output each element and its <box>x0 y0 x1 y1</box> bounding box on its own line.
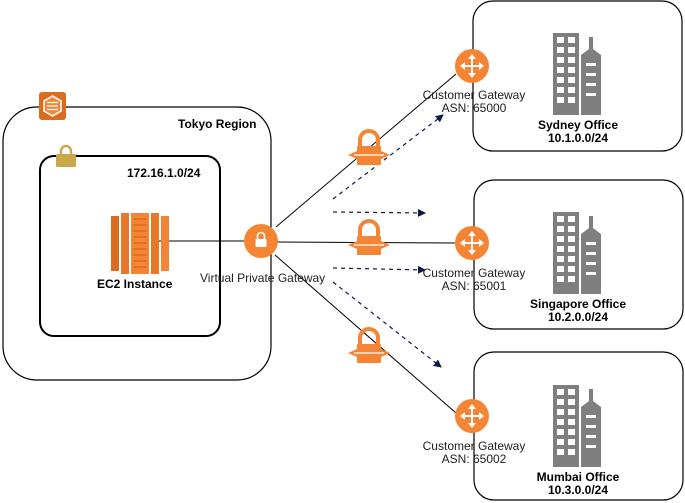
vpn-connection-icon <box>348 129 390 165</box>
route-arrow-sydney <box>332 114 444 200</box>
vpg-label: Virtual Private Gateway <box>200 271 326 285</box>
router-icon <box>455 49 489 83</box>
office-cidr: 10.1.0.0/24 <box>547 131 609 145</box>
vpn-connection-icon <box>348 219 390 255</box>
route-arrow-mumbai <box>332 281 442 368</box>
customer-gateway-label: Customer Gateway <box>422 266 526 280</box>
ec2-instance-label: EC2 Instance <box>97 277 173 291</box>
router-icon <box>455 399 489 433</box>
customer-gateway-asn: ASN: 65002 <box>441 452 507 466</box>
router-icon <box>455 226 489 260</box>
customer-gateway-label: Customer Gateway <box>422 88 526 102</box>
customer-gateway-asn: ASN: 65001 <box>441 279 507 293</box>
link-vpg-mumbai <box>274 254 457 414</box>
office-name: Mumbai Office <box>536 470 620 484</box>
office-building-icon <box>553 385 601 467</box>
vpc-lock-icon <box>56 144 76 167</box>
customer-gateway-asn: ASN: 65000 <box>441 101 507 115</box>
vpc-box <box>39 155 221 337</box>
vpc-cidr-label: 172.16.1.0/24 <box>127 166 201 180</box>
customer-gateway-label: Customer Gateway <box>422 439 526 453</box>
office-cidr: 10.2.0.0/24 <box>547 310 609 324</box>
region-icon <box>39 92 66 120</box>
office-building-icon <box>553 212 601 294</box>
office-name: Singapore Office <box>529 297 627 311</box>
vpn-connection-icon <box>348 327 390 363</box>
region-label: Tokyo Region <box>178 117 257 131</box>
office-name: Sydney Office <box>537 118 619 132</box>
office-cidr: 10.3.0.0/24 <box>547 483 609 497</box>
ec2-instance-icon <box>111 213 169 274</box>
office-building-icon <box>553 33 601 115</box>
route-arrow-singapore-upper <box>332 208 426 217</box>
vpn-gateway-icon <box>244 224 278 258</box>
